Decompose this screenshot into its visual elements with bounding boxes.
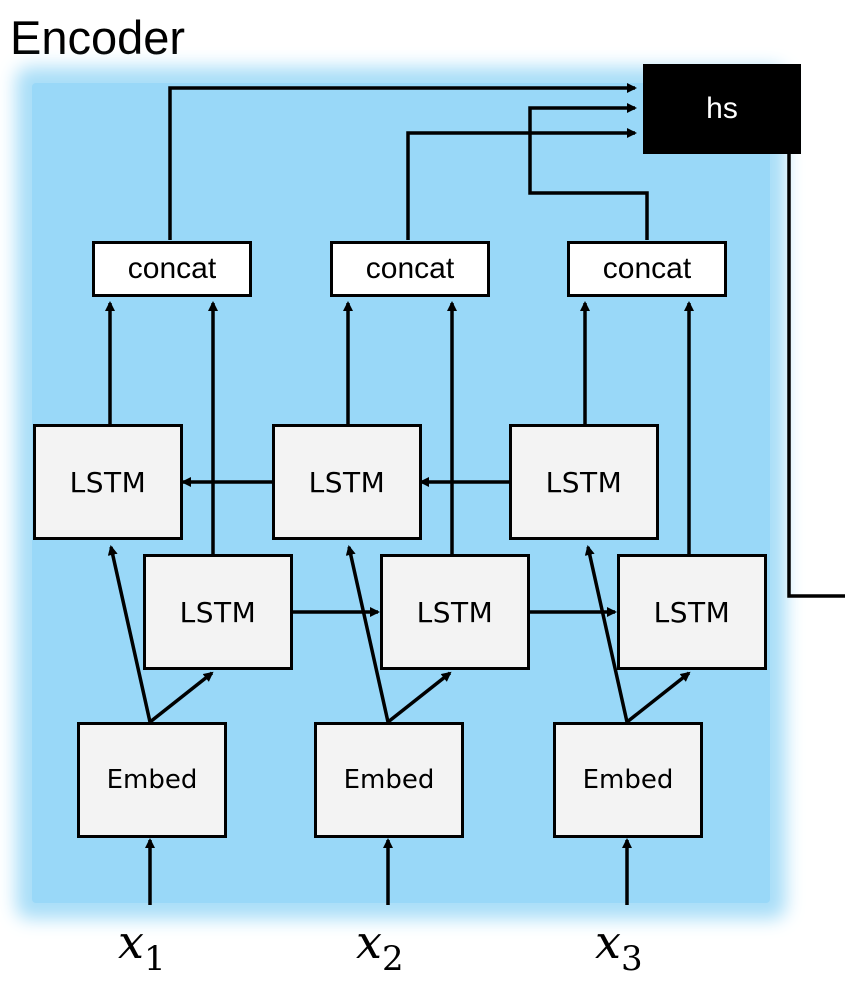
lstm-forward-3: LSTM: [617, 554, 767, 670]
concat-box-2: concat: [330, 241, 490, 297]
concat-to-hs-1: [168, 83, 637, 240]
concat-to-hs-2: [406, 128, 637, 240]
hs-output-line: [787, 154, 845, 598]
lstm-backward-2: LSTM: [272, 424, 422, 540]
concat-box-3: concat: [567, 241, 727, 297]
embed-box-2: Embed: [314, 722, 464, 838]
lstm-forward-2: LSTM: [380, 554, 530, 670]
hs-box: hs: [643, 64, 801, 154]
embed-to-lstm-top-1: [107, 545, 152, 723]
embed-to-lstm-top-3: [584, 545, 629, 723]
lstm-forward-1: LSTM: [143, 554, 293, 670]
input-label-3: x3: [595, 915, 643, 979]
input-label-1: x1: [118, 915, 166, 979]
concat-box-1: concat: [92, 241, 252, 297]
concat-to-hs-3: [528, 103, 649, 240]
input-label-2: x2: [356, 915, 404, 979]
embed-to-lstm-top-2: [345, 545, 390, 723]
embed-to-lstm-bottom-3: [625, 671, 691, 724]
embed-box-1: Embed: [77, 722, 227, 838]
embed-box-3: Embed: [553, 722, 703, 838]
embed-to-lstm-bottom-2: [386, 671, 452, 724]
lstm-backward-3: LSTM: [509, 424, 659, 540]
encoder-title: Encoder: [10, 11, 186, 64]
lstm-backward-1: LSTM: [33, 424, 183, 540]
embed-to-lstm-bottom-1: [148, 671, 214, 724]
